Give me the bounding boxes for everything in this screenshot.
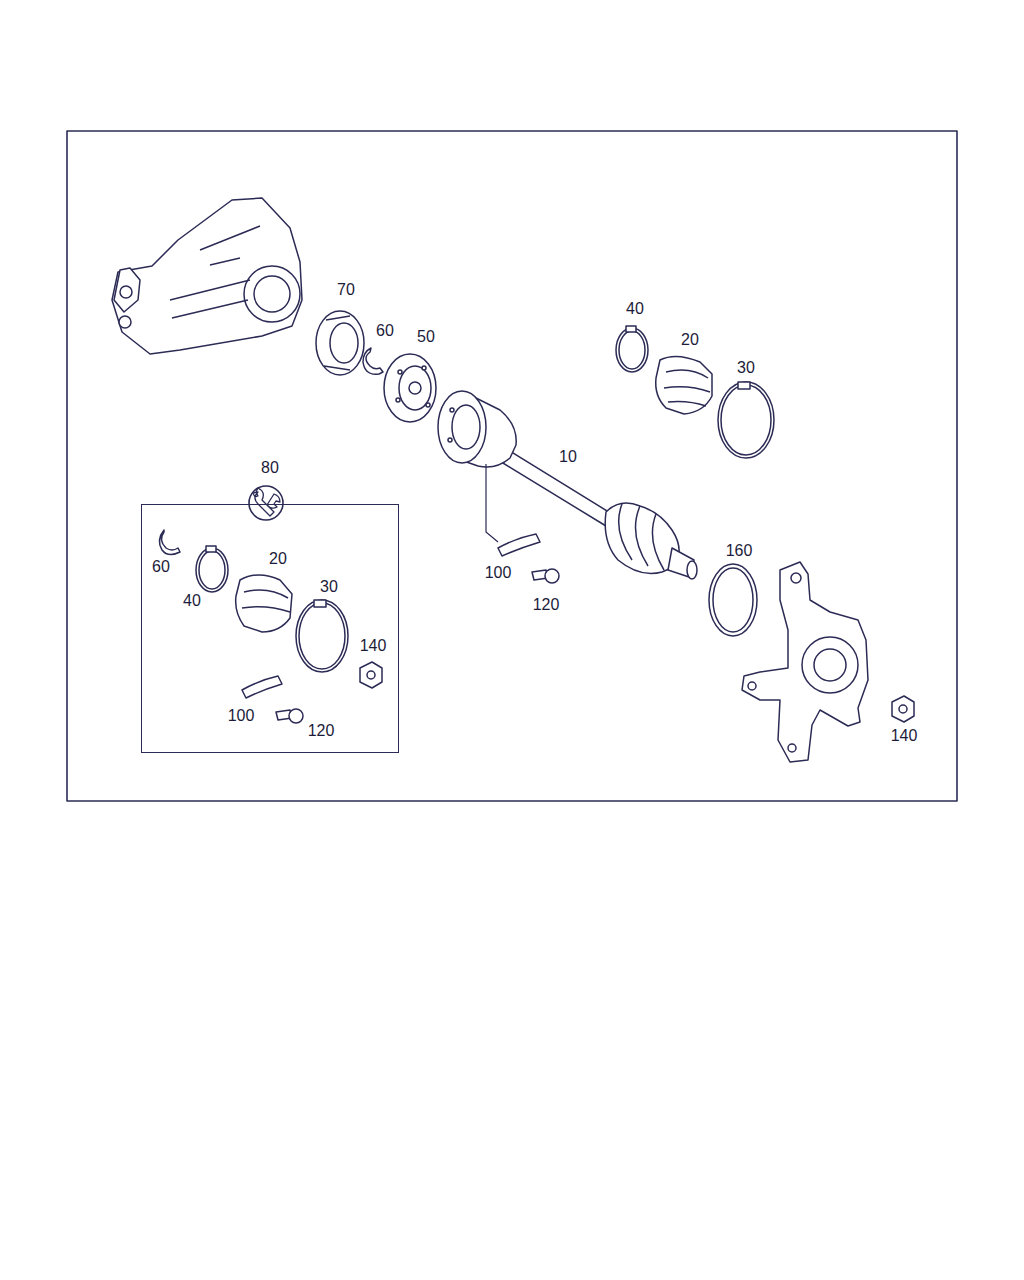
callout-number: 40: [625, 300, 645, 318]
wrench-icon: [249, 486, 283, 520]
callout-number: 120: [532, 596, 561, 614]
callout-number: 30: [319, 578, 339, 596]
callout-number: 140: [359, 637, 388, 655]
callout-number: 10: [558, 448, 578, 466]
circlip: [363, 348, 383, 374]
collar-nut: [892, 696, 914, 722]
boot-kit: [616, 326, 774, 458]
callout-number: 140: [890, 727, 919, 745]
frame: [67, 131, 957, 801]
differential-housing: [112, 198, 302, 354]
leader-line: [486, 464, 498, 542]
callout-number: 50: [416, 328, 436, 346]
callout-number: 30: [736, 359, 756, 377]
drive-shaft: [438, 391, 697, 579]
callout-number: 60: [151, 558, 171, 576]
joint-cover: [316, 311, 364, 375]
callout-number: 20: [268, 550, 288, 568]
callout-number: 70: [336, 281, 356, 299]
callout-number: 20: [680, 331, 700, 349]
retaining-plate: [498, 534, 540, 556]
callout-number: 120: [307, 722, 336, 740]
wheel-carrier: [742, 562, 868, 762]
bolt: [532, 569, 559, 583]
callout-number: 80: [260, 459, 280, 477]
seal-ring: [709, 564, 757, 636]
repair-kit-parts: [159, 530, 382, 723]
kit-box: 80: [141, 504, 399, 753]
callout-number: 60: [375, 322, 395, 340]
callout-number: 100: [227, 707, 256, 725]
callout-number: 100: [484, 564, 513, 582]
callout-number: 160: [725, 542, 754, 560]
cv-joint: [384, 354, 436, 422]
callout-number: 40: [182, 592, 202, 610]
